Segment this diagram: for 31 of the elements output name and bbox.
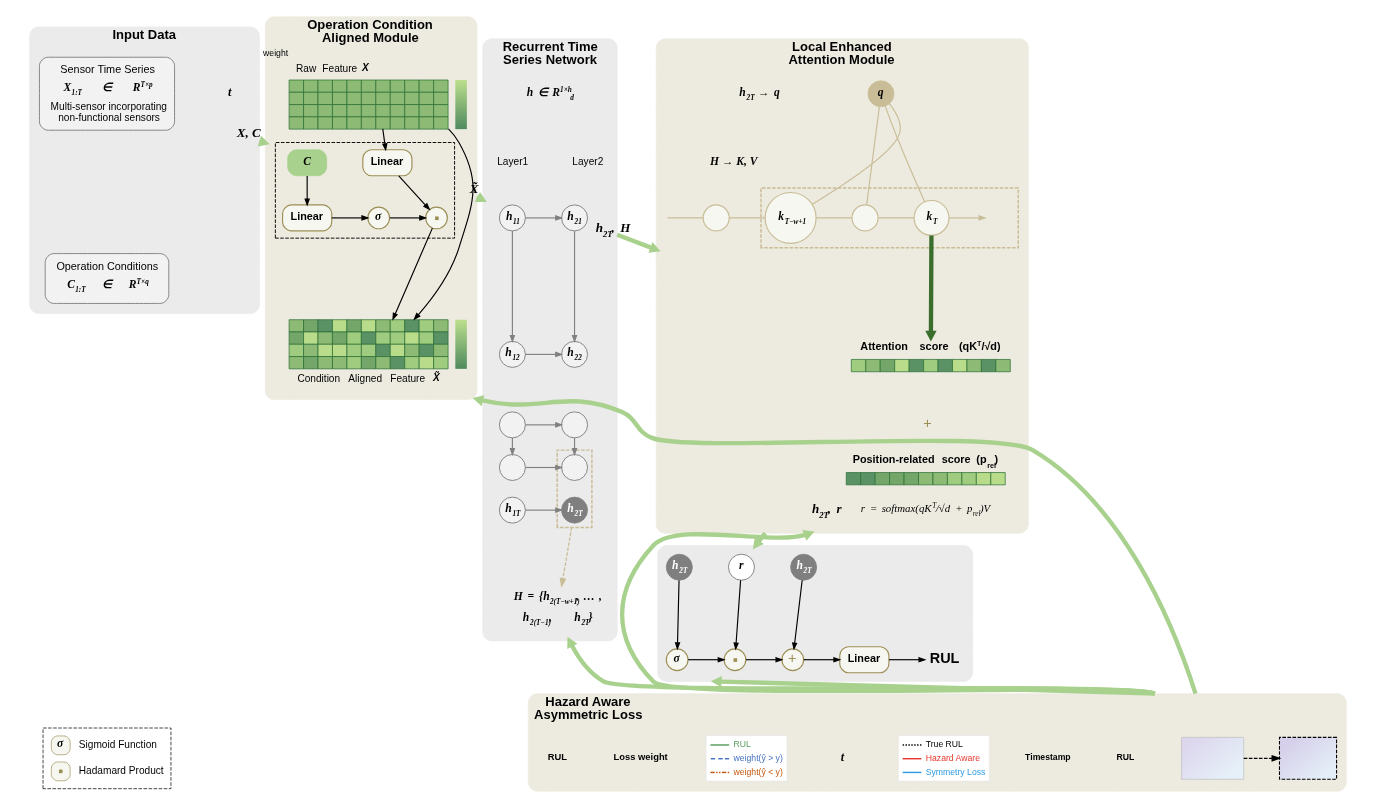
label: t [228,84,232,99]
label: Layer2 [572,156,604,168]
edge-label: h$_{2T}$, r [811,500,842,520]
node-label: Position-related score (p$_{rel}$) [852,453,999,470]
legend-label: RUL [733,739,751,750]
edge-label: X, C [236,124,261,140]
legend-label: weight(ŷ < y) [733,766,783,777]
node-label: Condition Aligned Feature X̃ [297,372,440,384]
label: + [923,415,932,432]
label: σ [57,737,64,751]
node-label: weight [263,48,289,59]
label: H → K, V [710,154,758,168]
label: r = softmax(qK$^{T}$/√d + p$_{rel}$)V [860,502,991,519]
legend-label: weight(ŷ > y) [733,752,783,763]
legend-label: Hadamard Product [78,765,164,777]
legend-label: Hazard Aware [925,752,980,763]
legend-label: True RUL [925,739,963,750]
label: h$_{2T}$ → q [739,85,780,102]
edge-label: h$_{2T}$, H [595,219,631,239]
label: Loss weight [613,751,668,763]
label: Layer1 [497,156,529,168]
label: t [840,749,845,764]
node-text: RUL [929,649,960,666]
label: RUL [1116,751,1135,762]
label: RUL [547,751,568,763]
legend-label: Symmetry Loss [925,766,986,777]
node-label: Attention score (qK$^{T}$/√d) [860,338,1001,353]
node-label: Raw Feature X [295,62,369,75]
label: Timestamp [1025,751,1071,762]
node-text: H = {h$_{2(T−w+1)}$, … , h$_{2(T−1)}$, h$_{2T}$} [513,589,603,628]
legend-label: Sigmoid Function [78,739,157,751]
